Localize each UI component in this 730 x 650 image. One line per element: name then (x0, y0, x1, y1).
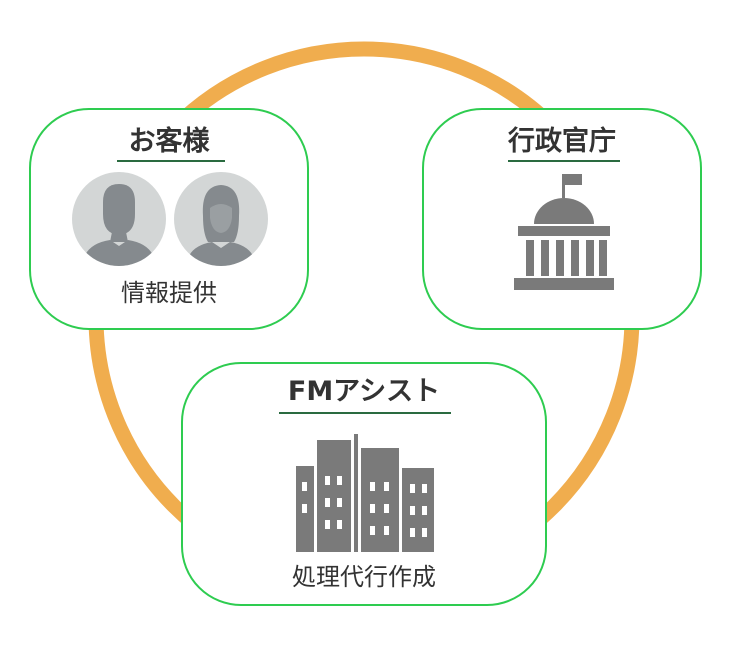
node-customer-caption: 情報提供 (121, 279, 217, 307)
male-avatar-icon (72, 172, 166, 266)
female-avatar-icon (174, 172, 268, 266)
node-fmassist-title-underline (279, 412, 451, 414)
node-fmassist-caption: 処理代行作成 (292, 563, 436, 591)
node-government: 行政官庁 (422, 108, 702, 330)
node-customer-title-underline (117, 160, 225, 162)
office-building-icon (296, 434, 434, 552)
node-government-title-underline (508, 160, 620, 162)
node-fmassist-title: FMアシスト (287, 376, 441, 407)
node-government-title: 行政官庁 (508, 126, 616, 157)
node-customer: お客様 情報提供 (29, 108, 309, 330)
node-customer-title: お客様 (128, 126, 210, 157)
node-fmassist: FMアシスト (181, 362, 547, 606)
government-building-icon (514, 174, 614, 290)
